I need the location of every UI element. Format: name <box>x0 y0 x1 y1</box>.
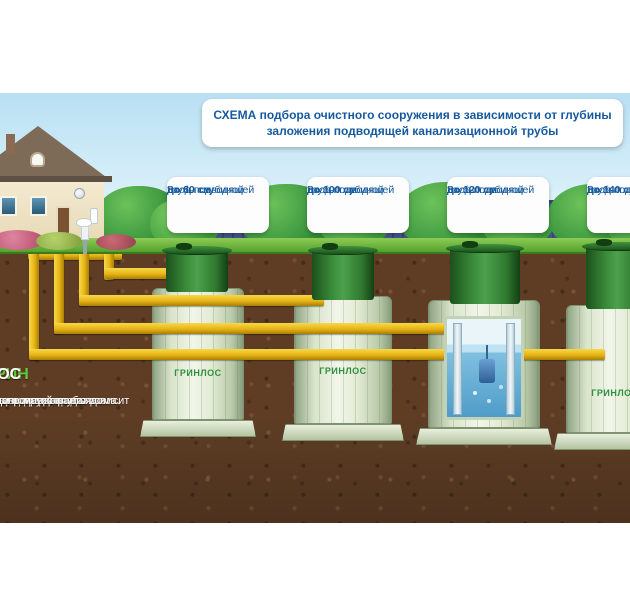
septic-tank-1-lid <box>166 250 228 292</box>
septic-tank-3-cap <box>446 244 524 253</box>
note-line: удаленности сооружения от дома. <box>0 395 120 407</box>
note-line: Магистраль прокладывается с <box>0 395 101 407</box>
sewer-riser-pipe-1 <box>104 252 114 280</box>
title-line-2: заложения подводящей канализационной тру… <box>266 124 559 138</box>
depth-label-120cm: Вход подводящей трубы глубиной до 120 см <box>447 177 549 233</box>
satellite-dish-icon <box>74 188 85 199</box>
toilet-drain-pipe <box>83 238 87 254</box>
sewer-run-pipe-100cm <box>79 295 324 306</box>
title-line-1: СХЕМА подбора очистного сооружения в зав… <box>213 108 612 122</box>
septic-tank-4-cap <box>582 242 630 251</box>
sewer-run-pipe-60cm <box>104 268 174 279</box>
septic-tank-4-flange <box>554 433 630 450</box>
sewer-manifold-pipe <box>28 250 122 260</box>
brand-logo-white: ЛОС <box>0 366 22 383</box>
house-eave <box>0 176 112 182</box>
sewer-riser-pipe-3 <box>54 252 64 334</box>
sewer-run-pipe-140cm <box>29 349 605 360</box>
septic-tank-4-body <box>566 305 630 433</box>
house-roof <box>0 126 110 180</box>
flower-bush <box>96 234 136 250</box>
septic-tank-2-knob <box>322 243 338 250</box>
note-line: от длины магистрали из дома и <box>0 395 106 407</box>
sewer-riser-pipe-4 <box>29 252 39 360</box>
depth-label-100cm: Вход подводящей трубы глубиной до 100 см <box>307 177 409 233</box>
septic-tank-1-flange <box>140 420 256 437</box>
house-chimney <box>6 134 15 154</box>
tank-cutaway <box>444 316 524 420</box>
house-window <box>30 196 47 216</box>
sewer-riser-pipe-2 <box>79 252 89 306</box>
toilet-icon <box>81 226 89 240</box>
septic-tank-4-knob <box>596 239 612 246</box>
toilet-icon <box>90 208 98 224</box>
cutaway-pump <box>479 359 495 383</box>
septic-tank-1-cap <box>162 246 232 255</box>
note-line: Глубина подводящей трубы зависит <box>0 395 130 407</box>
septic-tank-2-lid <box>312 250 374 300</box>
septic-tank-3-knob <box>462 241 478 248</box>
gable-window <box>30 152 45 167</box>
cutaway-pump-wire <box>486 345 488 359</box>
depth-label-60cm: Вход подводящей трубы глубиной до 60 см <box>167 177 269 233</box>
house-window <box>0 196 17 216</box>
septic-tank-4-lid <box>586 246 630 309</box>
septic-tank-1-knob <box>176 243 192 250</box>
title-banner: СХЕМА подбора очистного сооружения в зав… <box>202 99 623 147</box>
septic-tank-2-cap <box>308 246 378 255</box>
depth-label-140cm: Вход подводящей трубы глубиной до 140 см <box>587 177 630 233</box>
septic-tank-1-brand: ГРИНЛОС <box>174 368 222 378</box>
septic-tank-2-flange <box>282 424 404 441</box>
cutaway-tube <box>453 323 462 415</box>
septic-tank-2-body <box>294 296 392 424</box>
note-line: уклоном вдоль магистрали. <box>0 395 86 407</box>
septic-tank-3-lid <box>450 248 520 304</box>
septic-tank-3-flange <box>416 428 552 445</box>
cutaway-tube <box>506 323 515 415</box>
septic-tank-4-brand: ГРИНЛОС <box>591 388 630 398</box>
flower-bush <box>0 230 44 250</box>
cutaway-bubbles <box>473 391 477 395</box>
septic-tank-2-brand: ГРИНЛОС <box>319 366 367 376</box>
flower-bush <box>36 232 82 250</box>
sewer-run-pipe-120cm <box>54 323 450 334</box>
brand-logo-green: ГРИН <box>0 366 29 383</box>
